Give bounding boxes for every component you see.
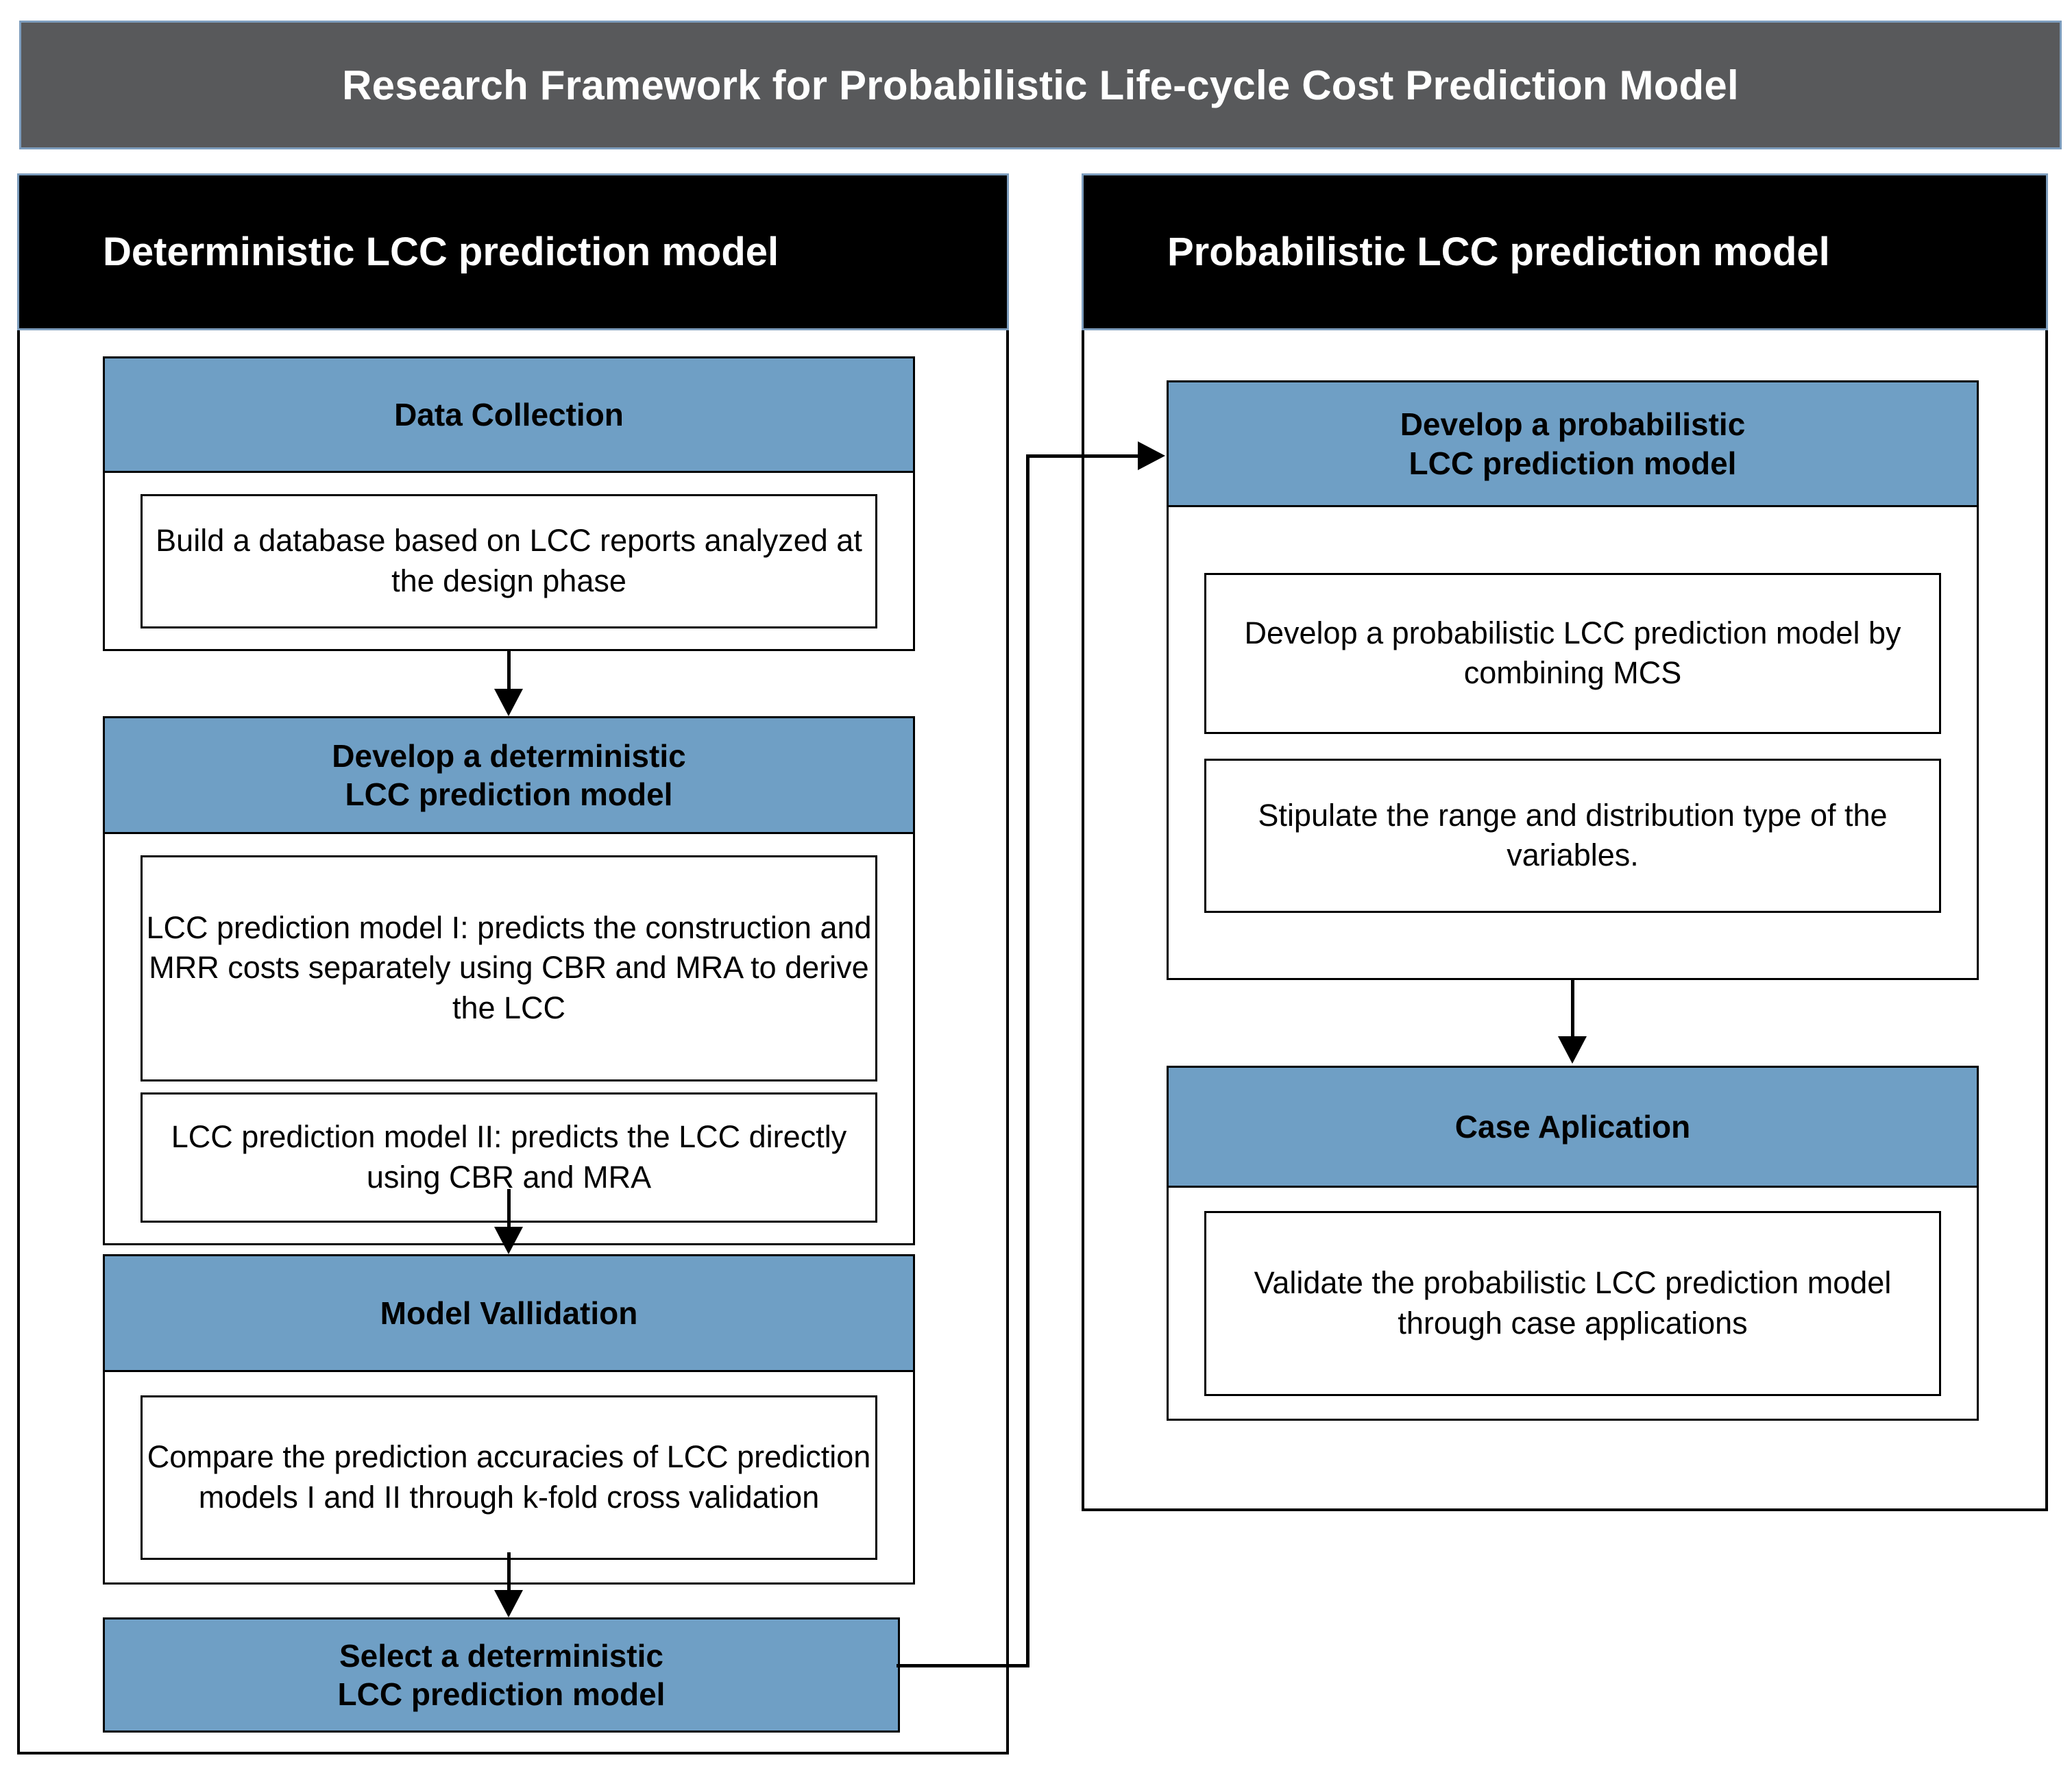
connector-develop-to-validation-arrow xyxy=(494,1227,523,1254)
stage-case-application-header: Case Aplication xyxy=(1167,1066,1979,1188)
connector-data-collection-to-develop-line xyxy=(507,651,511,694)
stage-develop-probabilistic-header: Develop a probabilistic LCC prediction m… xyxy=(1167,380,1979,507)
item-combine-mcs: Develop a probabilistic LCC prediction m… xyxy=(1204,572,1941,734)
connector-probabilistic-to-case-line xyxy=(1571,980,1574,1040)
diagram-title-bar: Research Framework for Probabilistic Lif… xyxy=(19,21,2062,149)
connector-select-to-probabilistic-v xyxy=(1026,454,1029,1667)
item-stipulate-range: Stipulate the range and distribution typ… xyxy=(1204,758,1941,913)
connector-validation-to-select-line xyxy=(507,1552,511,1595)
stage-case-application-body: Validate the probabilistic LCC predictio… xyxy=(1167,1188,1979,1421)
stage-model-validation-body: Compare the prediction accuracies of LCC… xyxy=(103,1372,915,1585)
stage-select-deterministic-model-header: Select a deterministic LCC prediction mo… xyxy=(103,1617,900,1733)
connector-select-to-probabilistic-h2 xyxy=(1026,454,1139,458)
stage-develop-deterministic-header: Develop a deterministic LCC prediction m… xyxy=(103,716,915,834)
stage-model-validation: Model Vallidation Compare the prediction… xyxy=(103,1254,915,1585)
diagram-title: Research Framework for Probabilistic Lif… xyxy=(342,62,1739,108)
item-validate-through-cases: Validate the probabilistic LCC predictio… xyxy=(1204,1210,1941,1396)
stage-model-validation-header: Model Vallidation xyxy=(103,1254,915,1372)
deterministic-panel-title: Deterministic LCC prediction model xyxy=(103,230,779,274)
item-build-database: Build a database based on LCC reports an… xyxy=(141,493,877,628)
item-compare-accuracies: Compare the prediction accuracies of LCC… xyxy=(141,1395,877,1560)
item-lcc-model-1: LCC prediction model I: predicts the con… xyxy=(141,855,877,1081)
probabilistic-panel-title: Probabilistic LCC prediction model xyxy=(1167,230,1830,274)
stage-data-collection: Data Collection Build a database based o… xyxy=(103,356,915,651)
deterministic-panel-header: Deterministic LCC prediction model xyxy=(17,173,1009,330)
connector-select-to-probabilistic-h1 xyxy=(897,1664,1029,1667)
probabilistic-panel-header: Probabilistic LCC prediction model xyxy=(1082,173,2048,330)
stage-select-deterministic-model-title: Select a deterministic LCC prediction mo… xyxy=(337,1637,666,1712)
connector-validation-to-select-arrow xyxy=(494,1590,523,1617)
stage-data-collection-body: Build a database based on LCC reports an… xyxy=(103,473,915,651)
stage-develop-probabilistic-title: Develop a probabilistic LCC prediction m… xyxy=(1400,406,1746,481)
stage-develop-probabilistic: Develop a probabilistic LCC prediction m… xyxy=(1167,380,1979,980)
connector-probabilistic-to-case-arrow xyxy=(1558,1036,1587,1064)
stage-data-collection-header: Data Collection xyxy=(103,356,915,473)
stage-develop-deterministic-title: Develop a deterministic LCC prediction m… xyxy=(332,737,686,812)
stage-develop-deterministic: Develop a deterministic LCC prediction m… xyxy=(103,716,915,1245)
connector-select-to-probabilistic-arrow xyxy=(1138,441,1165,470)
stage-develop-probabilistic-body: Develop a probabilistic LCC prediction m… xyxy=(1167,507,1979,980)
stage-case-application: Case Aplication Validate the probabilist… xyxy=(1167,1066,1979,1421)
stage-select-deterministic-model: Select a deterministic LCC prediction mo… xyxy=(103,1617,900,1733)
connector-develop-to-validation-line xyxy=(507,1189,511,1232)
connector-data-collection-to-develop-arrow xyxy=(494,689,523,716)
stage-develop-deterministic-body: LCC prediction model I: predicts the con… xyxy=(103,834,915,1245)
